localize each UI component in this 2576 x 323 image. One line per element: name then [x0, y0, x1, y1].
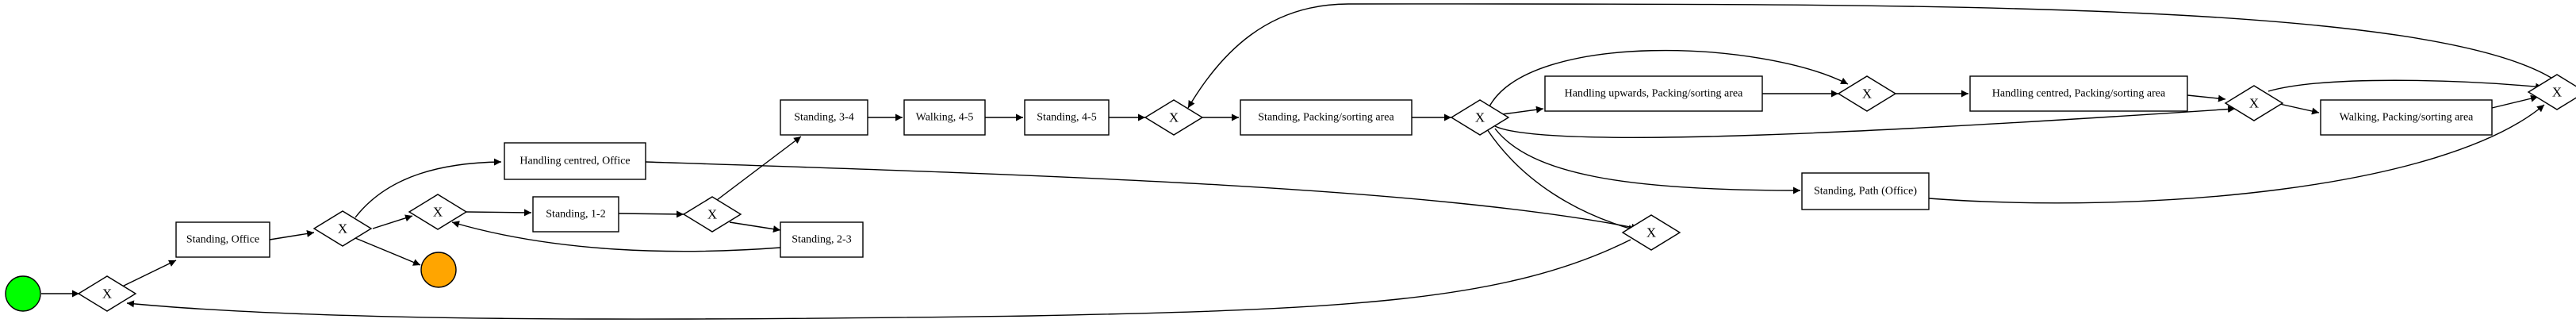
gateway-9: X: [2224, 85, 2284, 121]
task-walking-packing-sorting-area: Walking, Packing/sorting area: [2320, 99, 2493, 136]
gateway-label: X: [102, 286, 112, 302]
task-label: Handling upwards, Packing/sorting area: [1565, 88, 1744, 100]
task-label: Standing, 1-2: [546, 209, 605, 221]
gateway-10: X: [2527, 74, 2576, 110]
edge-standing-2-3-to-g3: [451, 221, 781, 252]
task-handling-centred-office: Handling centred, Office: [504, 142, 646, 180]
edges: [41, 3, 2555, 320]
edge-g8-to-g1: [126, 239, 1631, 320]
edge-walking-packing-to-g10: [2491, 94, 2539, 109]
edge-g2-to-end: [355, 237, 421, 266]
edge-g10-to-g5: [1187, 3, 2555, 109]
gateway-label: X: [1475, 110, 1485, 125]
task-standing-4-5: Standing, 4-5: [1024, 99, 1110, 136]
start-event: [5, 275, 41, 312]
gateway-5: X: [1144, 99, 1204, 136]
task-label: Standing, Office: [186, 234, 259, 246]
gateway-2: X: [312, 210, 373, 247]
task-standing-office: Standing, Office: [175, 221, 270, 258]
gateway-label: X: [2249, 96, 2259, 111]
task-label: Handling centred, Office: [519, 156, 630, 167]
gateway-label: X: [338, 221, 347, 236]
edge-g9-to-g10: [2267, 79, 2543, 92]
edge-g6-to-handling-upwards: [1501, 106, 1544, 115]
edge-handling-centred-packing-to-g9: [2187, 94, 2226, 102]
task-standing-packing-sorting-area: Standing, Packing/sorting area: [1240, 99, 1413, 136]
task-handling-upwards-packing-sorting-area: Handling upwards, Packing/sorting area: [1544, 75, 1763, 112]
gateway-label: X: [707, 207, 717, 222]
gateway-label: X: [433, 205, 443, 220]
edge-g3-to-standing-1-2: [466, 209, 532, 217]
task-label: Standing, Path (Office): [1814, 186, 1917, 198]
task-standing-1-2: Standing, 1-2: [532, 196, 619, 233]
gateway-label: X: [1646, 225, 1656, 240]
edge-standing-path-office-to-g10: [1928, 104, 2545, 204]
task-label: Standing, 2-3: [792, 234, 851, 246]
edge-g2-to-g3: [372, 214, 413, 229]
end-event: [420, 252, 457, 288]
edge-standing-office-to-g2: [269, 229, 315, 240]
task-label: Walking, 4-5: [916, 112, 974, 124]
edge-g9-to-walking-packing: [2275, 102, 2320, 115]
gateway-label: X: [2552, 85, 2562, 100]
edge-g4-to-standing-2-3: [729, 221, 781, 233]
edge-g6-to-g9: [1494, 106, 2236, 138]
gateway-1: X: [77, 275, 137, 312]
edge-handling-centred-office-to-g8: [645, 161, 1639, 231]
task-standing-2-3: Standing, 2-3: [780, 221, 864, 258]
gateway-3: X: [408, 194, 468, 230]
task-handling-centred-packing-sorting-area: Handling centred, Packing/sorting area: [1969, 75, 2188, 112]
task-label: Handling centred, Packing/sorting area: [1992, 88, 2166, 100]
task-label: Standing, Packing/sorting area: [1258, 112, 1394, 124]
task-standing-3-4: Standing, 3-4: [780, 99, 868, 136]
gateway-8: X: [1621, 214, 1681, 251]
task-label: Walking, Packing/sorting area: [2340, 112, 2474, 124]
edge-g4-to-standing-3-4: [713, 136, 802, 203]
edge-g6-to-g7-top: [1489, 49, 1849, 107]
edge-g2-to-handling-centred-office: [355, 158, 502, 218]
task-walking-4-5: Walking, 4-5: [903, 99, 986, 136]
gateway-label: X: [1169, 110, 1179, 125]
edge-g1-to-standing-office: [120, 260, 177, 288]
task-standing-path-office: Standing, Path (Office): [1801, 172, 1930, 210]
edge-standing-1-2-to-g4: [618, 210, 684, 218]
task-label: Standing, 3-4: [794, 112, 853, 124]
gateway-7: X: [1837, 75, 1897, 112]
gateway-label: X: [1862, 87, 1872, 102]
edge-g6-to-standing-path-office: [1494, 128, 1801, 194]
task-label: Standing, 4-5: [1037, 112, 1096, 124]
gateway-4: X: [682, 196, 742, 233]
gateway-6: X: [1450, 99, 1510, 136]
